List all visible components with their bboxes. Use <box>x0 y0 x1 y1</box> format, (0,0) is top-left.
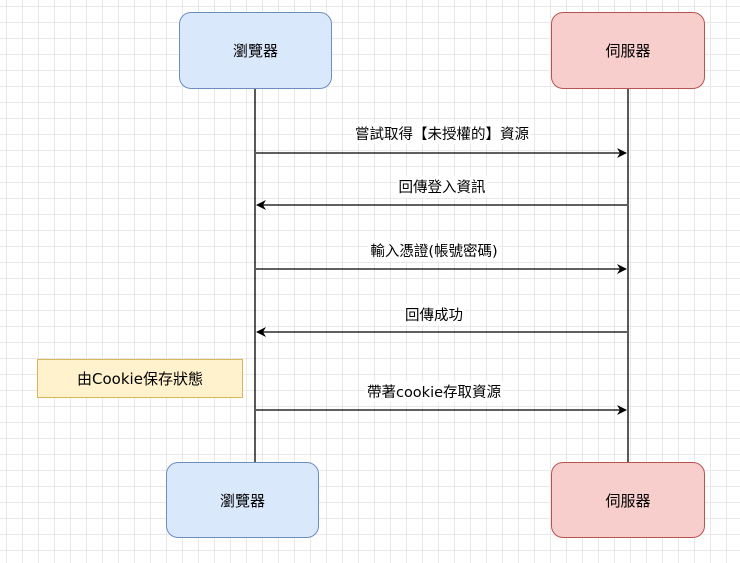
server-box-bottom: 伺服器 <box>551 462 705 538</box>
server-label-bottom: 伺服器 <box>605 491 651 510</box>
message-label-3: 輸入憑證(帳號密碼) <box>368 240 500 261</box>
message-label-5: 帶著cookie存取資源 <box>364 381 504 402</box>
browser-box-bottom: 瀏覽器 <box>166 462 319 538</box>
browser-label-bottom: 瀏覽器 <box>219 491 265 510</box>
message-label-2: 回傳登入資訊 <box>396 176 488 197</box>
browser-box-top: 瀏覽器 <box>179 12 332 89</box>
browser-label-top: 瀏覽器 <box>232 42 278 60</box>
cookie-note: 由Cookie保存狀態 <box>37 359 243 398</box>
message-label-1: 嘗試取得【未授權的】資源 <box>353 123 531 144</box>
server-label-top: 伺服器 <box>605 42 651 60</box>
cookie-note-label: 由Cookie保存狀態 <box>77 370 203 388</box>
server-box-top: 伺服器 <box>551 12 705 89</box>
message-label-4: 回傳成功 <box>403 304 465 325</box>
